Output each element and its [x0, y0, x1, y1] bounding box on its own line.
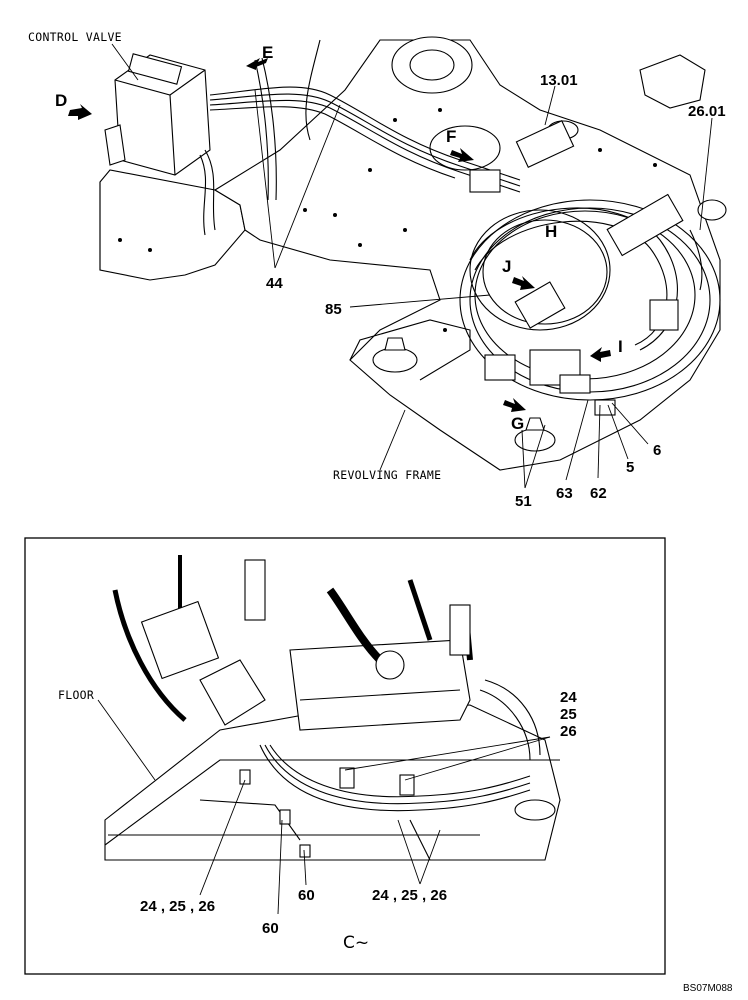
operator-levers: [112, 555, 473, 726]
part-6: 6: [653, 442, 662, 459]
part-60-right: 60: [298, 887, 315, 904]
label-revolving-frame: REVOLVING FRAME: [333, 468, 442, 482]
drawing-code: BS07M088: [683, 983, 733, 994]
console-box: [289, 639, 471, 731]
hose-loop: [459, 199, 721, 401]
floor-plate: [104, 704, 561, 861]
label-view-j: J: [502, 257, 512, 276]
label-view-d: D: [55, 91, 68, 110]
control-valve-block: [104, 53, 211, 176]
part-13-01: 13.01: [540, 72, 578, 89]
hose-bundle: [209, 86, 521, 181]
leader-lines: [111, 43, 713, 489]
part-51: 51: [515, 493, 532, 510]
label-view-i: I: [618, 337, 623, 356]
inset-frame: [24, 537, 666, 975]
hose-run: [259, 744, 531, 812]
mount-pad: [697, 199, 727, 221]
part-24-25-26-right: 24 , 25 , 26: [372, 887, 448, 904]
label-view-f: F: [446, 127, 457, 146]
part-24: 24: [560, 689, 577, 706]
label-floor: FLOOR: [58, 688, 95, 702]
mount-pad: [372, 347, 418, 373]
view-arrows: [68, 58, 611, 412]
part-25: 25: [560, 706, 577, 723]
label-view-g: G: [511, 414, 525, 433]
part-62: 62: [590, 485, 607, 502]
part-24-25-26-left: 24 , 25 , 26: [140, 898, 216, 915]
frame-plate-left: [99, 169, 246, 281]
part-26-01: 26.01: [688, 103, 726, 120]
inset-view: [97, 555, 561, 915]
part-44: 44: [266, 275, 283, 292]
upper-view: [68, 36, 727, 489]
inset-view-title: C~: [343, 933, 370, 953]
bolt-holes: [118, 108, 657, 332]
label-control-valve: CONTROL VALVE: [28, 30, 122, 44]
label-view-h: H: [545, 222, 558, 241]
part-60-left: 60: [262, 920, 279, 937]
inset-leader-lines: [97, 699, 551, 915]
part-85: 85: [325, 301, 342, 318]
part-63: 63: [556, 485, 573, 502]
part-5: 5: [626, 459, 635, 476]
part-26: 26: [560, 723, 577, 740]
revolving-frame-plate: [213, 39, 721, 471]
label-view-e: E: [262, 43, 274, 62]
